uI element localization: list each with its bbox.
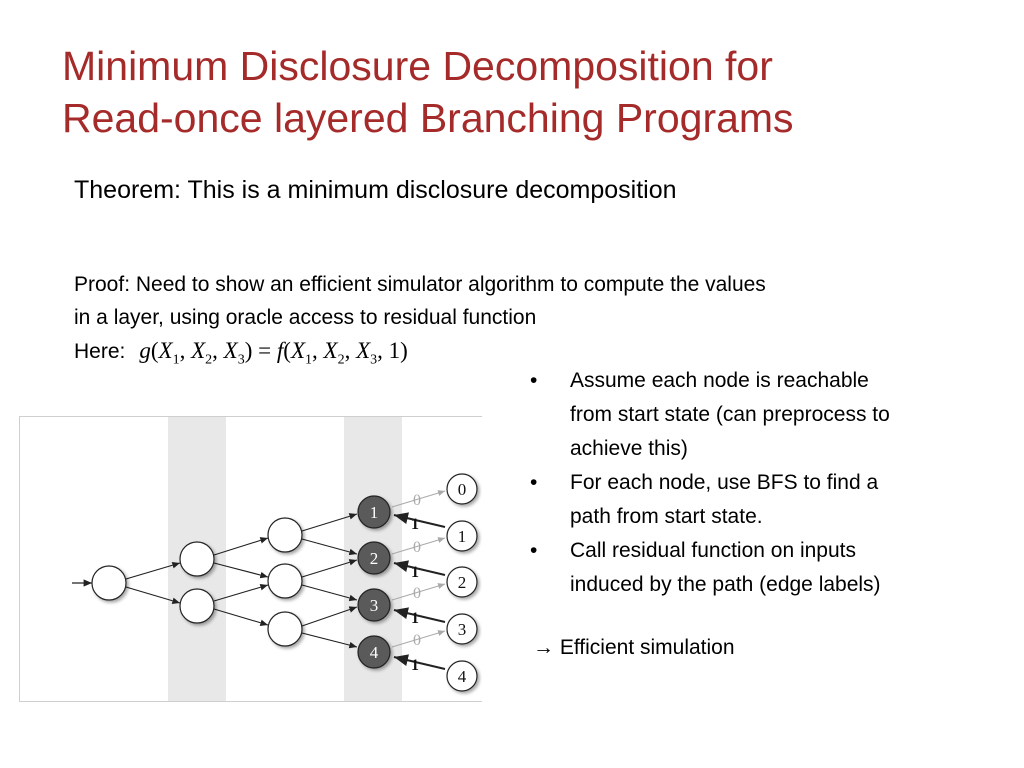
bullet-dot: • xyxy=(530,539,538,562)
output-nodes xyxy=(446,473,478,692)
title-line-2: Read-once layered Branching Programs xyxy=(62,95,794,141)
output-node xyxy=(446,473,478,505)
node xyxy=(179,541,215,577)
output-node xyxy=(446,660,478,692)
comma: , xyxy=(344,338,351,363)
sub: 2 xyxy=(205,352,213,368)
start-node xyxy=(91,565,127,601)
sub: 3 xyxy=(370,352,378,368)
var-x: X xyxy=(356,338,371,363)
edge-label-zero: 0 xyxy=(413,632,421,649)
sub: 3 xyxy=(237,352,245,368)
edge-label-one: 1 xyxy=(411,516,419,533)
comma: , xyxy=(312,338,318,363)
edges xyxy=(125,513,358,649)
bullet-line: Assume each node is reachable xyxy=(570,369,869,392)
bullet-line: path from start state. xyxy=(570,505,763,528)
slide-title: Minimum Disclosure Decomposition for Rea… xyxy=(62,40,982,144)
bullet-item: • Call residual function on inputs induc… xyxy=(530,534,990,602)
proof-line-1: Proof: Need to show an efficient simulat… xyxy=(74,273,766,296)
branching-program-diagram: 0 1 0 1 0 1 0 1 1 2 3 xyxy=(19,416,482,702)
bullet-line: Call residual function on inputs xyxy=(570,539,857,562)
output-node-labels: 0 1 2 3 4 xyxy=(458,480,467,686)
edge-label-one: 1 xyxy=(411,657,419,674)
sub: 1 xyxy=(172,352,180,368)
theorem-text: Theorem: This is a minimum disclosure de… xyxy=(74,176,677,204)
var-x: X xyxy=(223,338,238,363)
bullet-item: • For each node, use BFS to find a path … xyxy=(530,466,990,534)
node xyxy=(267,611,303,647)
paren: ) xyxy=(244,338,253,363)
var-x: X xyxy=(323,338,338,363)
sub: 1 xyxy=(305,352,312,368)
bullet-line: induced by the path (edge labels) xyxy=(570,573,881,596)
dark-node-labels: 1 2 3 4 xyxy=(370,503,379,662)
comma: , xyxy=(377,338,383,363)
dark-node xyxy=(357,588,391,622)
edge-label-one: 1 xyxy=(411,564,419,581)
edge-label-one: 1 xyxy=(411,610,419,627)
bullet-line: from start state (can preprocess to xyxy=(570,403,890,426)
dark-node-label: 4 xyxy=(370,643,379,662)
bullet-line: achieve this) xyxy=(570,437,688,460)
dark-node-label: 1 xyxy=(370,503,379,522)
bullet-dot: • xyxy=(530,471,538,494)
output-edges xyxy=(391,490,446,670)
here-formula: Here: g(X1, X2, X3) = f(X1, X2, X3, 1) xyxy=(74,338,408,369)
proof-text: Proof: Need to show an efficient simulat… xyxy=(74,268,974,334)
output-node-label: 1 xyxy=(458,527,467,546)
edge-label-zero: 0 xyxy=(413,585,421,602)
bullet-list: • Assume each node is reachable from sta… xyxy=(530,364,990,602)
here-label: Here: xyxy=(74,340,126,363)
dark-node xyxy=(357,495,391,529)
dark-node-label: 3 xyxy=(370,596,379,615)
bullet-line: For each node, use BFS to find a xyxy=(570,471,879,494)
edge-label-zero: 0 xyxy=(413,539,421,556)
output-node-label: 0 xyxy=(458,480,467,499)
output-node xyxy=(446,613,478,645)
white-nodes xyxy=(91,517,303,647)
sub: 2 xyxy=(337,352,345,368)
output-node-label: 4 xyxy=(458,667,467,686)
var-x: X xyxy=(290,338,305,363)
edge-labels: 0 1 0 1 0 1 0 1 xyxy=(411,492,421,674)
conclusion: → Efficient simulation xyxy=(533,636,735,660)
const: 1 xyxy=(388,338,401,363)
equals: = xyxy=(252,338,277,363)
right-arrow-icon: → xyxy=(533,636,554,659)
dark-node-label: 2 xyxy=(370,549,379,568)
dark-nodes xyxy=(357,495,391,669)
bullet-item: • Assume each node is reachable from sta… xyxy=(530,364,990,466)
proof-line-2: in a layer, using oracle access to resid… xyxy=(74,306,537,329)
output-node-label: 2 xyxy=(458,573,467,592)
node xyxy=(179,588,215,624)
paren: ) xyxy=(400,338,408,363)
output-node xyxy=(446,520,478,552)
formula-g: g xyxy=(139,338,151,363)
node xyxy=(267,517,303,553)
comma: , xyxy=(212,338,218,363)
formula-f: f xyxy=(276,338,284,363)
dark-node xyxy=(357,635,391,669)
formula: g(X1, X2, X3) = f(X1, X2, X3, 1) xyxy=(139,338,407,369)
paren: ( xyxy=(283,338,291,363)
var-x: X xyxy=(191,338,206,363)
edge-label-zero: 0 xyxy=(413,492,421,509)
dark-node xyxy=(357,541,391,575)
node xyxy=(267,563,303,599)
title-line-1: Minimum Disclosure Decomposition for xyxy=(62,43,773,89)
bullet-dot: • xyxy=(530,369,538,392)
conclusion-text: Efficient simulation xyxy=(559,636,735,659)
output-node xyxy=(446,566,478,598)
output-node-label: 3 xyxy=(458,620,467,639)
paren: ( xyxy=(150,338,159,363)
var-x: X xyxy=(158,338,173,363)
diagram-svg: 0 1 0 1 0 1 0 1 1 2 3 xyxy=(72,417,478,701)
comma: , xyxy=(179,338,186,363)
